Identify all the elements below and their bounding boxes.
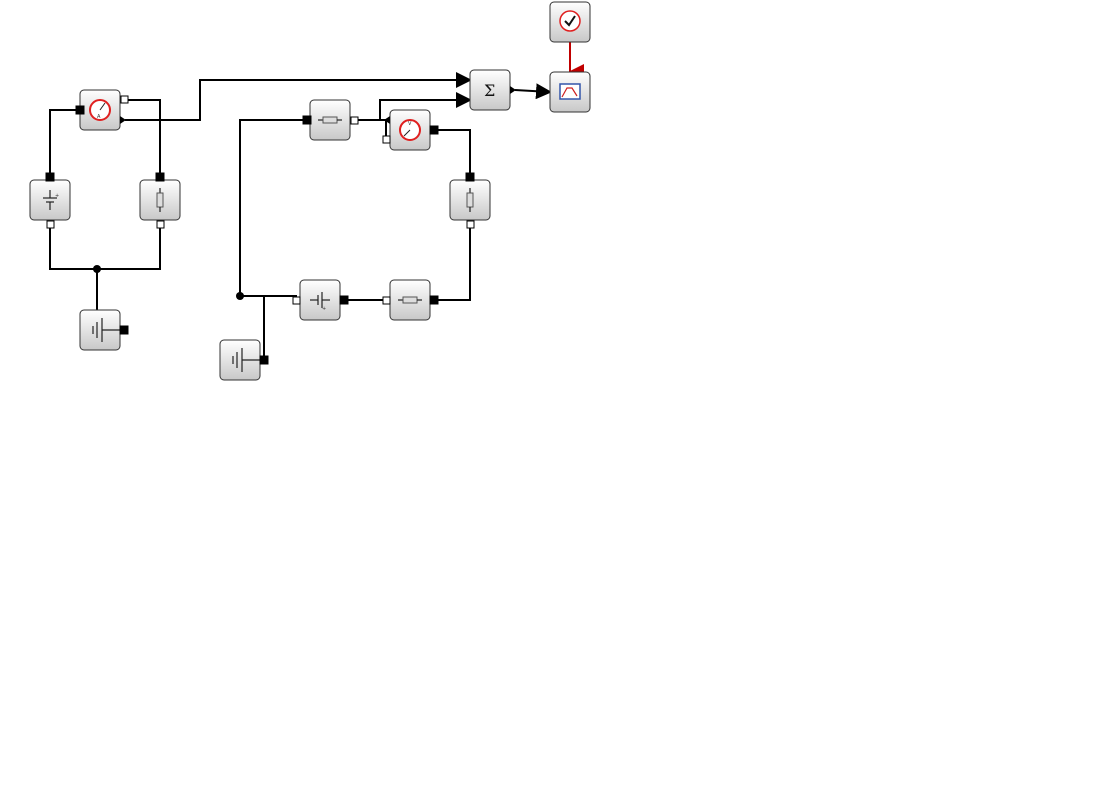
resistor-icon <box>466 188 474 212</box>
resistor-icon <box>318 116 342 124</box>
sum-output-port[interactable] <box>510 86 516 94</box>
wire-sum-to-scope[interactable] <box>514 83 552 100</box>
resistor-top-port-left[interactable] <box>302 115 312 125</box>
wire-resistor-left-to-node[interactable] <box>97 224 161 270</box>
voltmeter-output-port[interactable] <box>384 116 390 124</box>
ground-bottom-block[interactable] <box>219 339 269 381</box>
ammeter-port-right[interactable] <box>120 95 129 104</box>
dc-bottom-port-right[interactable] <box>339 295 349 305</box>
dc-bottom-plus-label: + <box>322 306 326 312</box>
ground-bottom-port[interactable] <box>259 355 269 365</box>
dc-voltage-source-icon: + <box>310 292 330 312</box>
clock-block[interactable] <box>549 1 591 43</box>
scope-block[interactable] <box>549 71 591 113</box>
resistor-bottom-block[interactable] <box>382 279 439 321</box>
voltmeter-icon: V <box>399 119 421 141</box>
wire-voltmeter-to-resistor-right[interactable] <box>435 129 471 176</box>
dc-voltage-source-icon: + <box>43 190 59 210</box>
wire-dc-left-to-node[interactable] <box>49 224 97 270</box>
wire-ammeter-signal-to-sum[interactable] <box>125 72 472 121</box>
ammeter-icon: A <box>89 99 111 121</box>
resistor-right-port-bottom[interactable] <box>466 220 475 229</box>
wire-resistor-right-to-resistor-bottom[interactable] <box>435 224 471 301</box>
resistor-left-block[interactable] <box>139 172 181 229</box>
summation-block[interactable]: Σ <box>469 69 516 111</box>
voltmeter-block[interactable]: V <box>382 109 439 151</box>
resistor-right-block[interactable] <box>449 172 491 229</box>
ground-left-block[interactable] <box>79 309 129 351</box>
voltmeter-label: V <box>408 121 412 127</box>
resistor-icon <box>398 296 422 304</box>
resistor-top-port-right[interactable] <box>350 116 359 125</box>
resistor-bottom-port-left[interactable] <box>382 296 391 305</box>
resistor-right-port-top[interactable] <box>465 172 475 182</box>
sum-icon: Σ <box>484 81 495 100</box>
dc-left-port-bottom[interactable] <box>46 220 55 229</box>
scope-icon <box>559 83 581 100</box>
wire-ammeter-to-resistor-left[interactable] <box>125 99 161 176</box>
ammeter-output-port[interactable] <box>120 116 126 124</box>
wire-node-to-ground-bottom[interactable] <box>240 295 265 360</box>
ground-left-port[interactable] <box>119 325 129 335</box>
dc-left-port-top[interactable] <box>45 172 55 182</box>
wire-resistor-top-to-node[interactable] <box>239 119 306 296</box>
ground-icon <box>232 348 260 372</box>
junction-node-right[interactable] <box>236 292 244 300</box>
resistor-left-port-top[interactable] <box>155 172 165 182</box>
ammeter-label: A <box>97 114 101 120</box>
wire-ammeter-to-dc-left[interactable] <box>49 109 76 176</box>
junction-node-left[interactable] <box>93 265 101 273</box>
dc-bottom-port-left[interactable] <box>292 296 301 305</box>
dc-left-plus-label: + <box>55 193 59 199</box>
resistor-bottom-port-right[interactable] <box>429 295 439 305</box>
dc-source-bottom-block[interactable]: + <box>292 279 349 321</box>
dc-source-left-block[interactable]: + <box>29 172 71 229</box>
resistor-icon <box>156 188 164 212</box>
ammeter-block[interactable]: A <box>75 89 129 131</box>
voltmeter-port-right[interactable] <box>429 125 439 135</box>
resistor-top-block[interactable] <box>302 99 359 141</box>
resistor-left-port-bottom[interactable] <box>156 220 165 229</box>
voltmeter-port-left[interactable] <box>382 135 391 144</box>
ground-icon <box>92 318 120 342</box>
ammeter-port-left[interactable] <box>75 105 85 115</box>
clock-icon <box>559 10 581 32</box>
